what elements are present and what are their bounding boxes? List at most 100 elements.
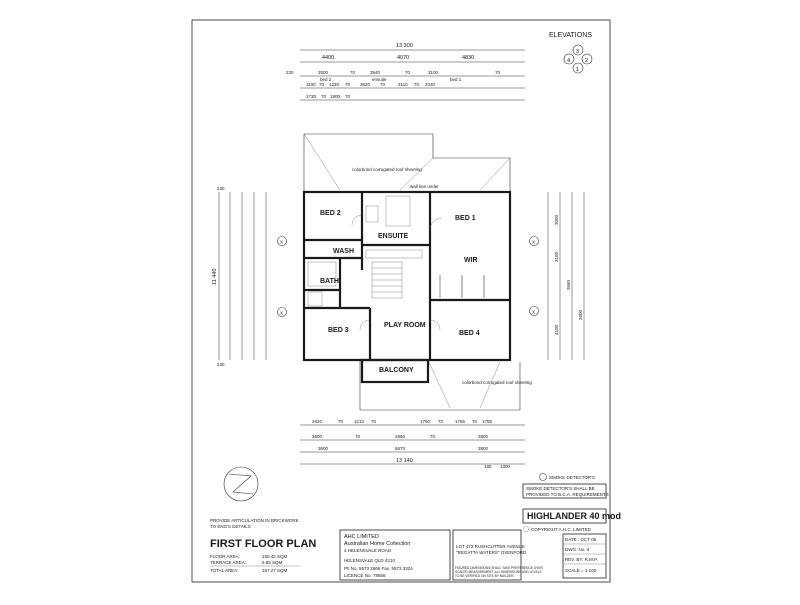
room-label-wash: WASH [333, 248, 354, 255]
north-point [223, 466, 259, 502]
room-labels: BED 2 BED 1 ENSUITE WASH BATH WIR BED 3 … [320, 210, 480, 374]
dim-top-row2-2: 3940 [370, 70, 381, 75]
dim-top-row3-2: 1220 [329, 82, 340, 87]
elevation-number-1: 1 [576, 67, 579, 73]
dim-top-row2-4: 3100 [428, 70, 439, 75]
company-name: AHC LIMITED [344, 534, 379, 540]
company-licence: LICENCE No. 78566 [344, 573, 386, 578]
dim-bottom-row2-2: 2960 [395, 434, 406, 439]
dim-top-row2-3: 70 [405, 70, 411, 75]
dim-top-row1-0: 4400 [322, 55, 334, 61]
dim-top-row3-7: 70 [414, 82, 420, 87]
company-box [339, 529, 451, 581]
smoke-note-line-1: SMOKE DETECTOR'S SHALL BE [526, 486, 595, 491]
model-box [522, 508, 607, 524]
dim-top-label-bed1: bed 1 [450, 77, 462, 82]
left-dimensions: 11 440 230 230 [212, 186, 267, 367]
room-label-bath: BATH [320, 278, 339, 285]
dim-right-2: 3660 [566, 279, 571, 290]
dim-top-row4-1: 70 [321, 94, 327, 99]
dim-right-1: 3100 [554, 251, 559, 262]
drawing-number: DWG. No. 4 [565, 547, 590, 552]
company-phone: Ph No. 5573 2666 Fax. 5573 3324 [344, 566, 413, 571]
section-marker-right-top [529, 236, 539, 246]
dim-bottom-row1-5: 70 [438, 419, 444, 424]
company-address-1: 4 HELENSVALE ROAD [344, 548, 392, 553]
dim-top-row3-1: 70 [319, 82, 325, 87]
lot-box [452, 529, 522, 581]
door-swing-bed4 [429, 319, 441, 331]
bath-tub [307, 261, 337, 287]
dim-bottom-row1-6: 1765 [455, 419, 466, 424]
dim-top-label-ensuite: ensuite [372, 77, 387, 82]
bath-shower [307, 291, 323, 307]
dim-bottom-row1-8: 1785 [482, 419, 493, 424]
area-value-floor: 150.42 SQM [262, 554, 288, 559]
wall-line-note: wall line under [410, 184, 439, 189]
roof-note-bottom: colorbond corrugated roof sheeting [462, 380, 532, 385]
area-label-total: TOTAL AREA: [210, 568, 238, 573]
dim-top-row3-0: 1100 [306, 82, 316, 87]
plan-title: FIRST FLOOR PLAN [210, 538, 316, 550]
elevation-number-2: 2 [585, 58, 588, 64]
elevation-number-4: 4 [567, 58, 570, 64]
figured-note-1: FIGURED DIMENSIONS SHALL TAKE PREFERENCE… [455, 566, 543, 570]
dim-top-row2-0: 3500 [318, 70, 329, 75]
title-block: PROVIDE ARTICULATION IN BRICKWORK TO ENG… [210, 508, 621, 581]
room-label-wir: WIR [464, 257, 478, 264]
dim-right-4: 2600 [578, 309, 583, 320]
articulation-note-2: TO ENG'S DETAILS [210, 524, 251, 529]
model-name: HIGHLANDER 40 mod [527, 511, 621, 521]
copyright-text: COPYRIGHT A.H.C. LIMITED [531, 527, 592, 532]
dim-bottom-extra-0: 180 [484, 464, 492, 469]
dim-bottom-row2-0: 3600 [312, 434, 323, 439]
section-marker-left-top-label: X [280, 240, 283, 245]
section-markers: X X X X [277, 236, 539, 317]
smoke-note-box [522, 483, 607, 499]
area-value-total: 157.27 SQM [262, 568, 288, 573]
elevations-key: ELEVATIONS 3 4 2 1 [549, 32, 593, 74]
elevation-number-3: 3 [576, 49, 579, 55]
ensuite-vanity [365, 249, 423, 259]
dim-bottom-row1-0: 2620 [312, 419, 323, 424]
dim-bottom-overall: 13 140 [396, 458, 413, 464]
ensuite-shower [385, 195, 411, 227]
door-swing-bed3 [359, 319, 371, 331]
top-dimensions: 13 300 4400 4070 4830 3500 70 3940 70 31… [286, 43, 525, 101]
section-marker-right-top-label: X [532, 240, 535, 245]
room-label-bed3: BED 3 [328, 327, 349, 334]
dim-bottom-row2-1: 70 [355, 434, 361, 439]
dim-top-row3-4: 3620 [360, 82, 371, 87]
smoke-detector-icon [539, 473, 547, 481]
figured-note-2: SCALED MEASUREMENT. ALL DIMENSIONS AND L… [455, 570, 542, 574]
dim-left-offset-bottom: 230 [217, 362, 225, 367]
dim-top-row4-0: 1730 [306, 94, 317, 99]
dim-top-row1-2: 4830 [462, 55, 474, 61]
company-address-2: HELENSVALE QLD 4210 [344, 558, 395, 563]
elevation-marker-1 [572, 62, 584, 74]
smoke-note-line-2: PROVIDED TO B.C.A. REQUIREMENTS [526, 492, 609, 497]
area-label-floor: FLOOR AREA: [210, 554, 240, 559]
section-marker-right-bottom [529, 306, 539, 316]
dim-top-row3-3: 70 [345, 82, 351, 87]
dim-right-3: 4100 [554, 324, 559, 335]
room-label-ensuite: ENSUITE [378, 233, 409, 240]
room-label-bed1: BED 1 [455, 215, 476, 222]
fixtures [307, 195, 485, 331]
dim-top-row4-3: 70 [345, 94, 351, 99]
area-label-terrace: TERRACE AREA: [210, 560, 246, 565]
drawing-revision: REV. BY: R.M.P. [565, 557, 598, 562]
dim-bottom-row1-2: 1210 [354, 419, 365, 424]
dim-top-row2-1: 70 [350, 70, 356, 75]
room-label-balcony: BALCONY [379, 367, 414, 374]
articulation-note-1: PROVIDE ARTICULATION IN BRICKWORK [210, 518, 299, 523]
dim-bottom-row3-1: 6670 [395, 446, 406, 451]
dim-bottom-row3-2: 3800 [478, 446, 489, 451]
section-marker-left-bottom-label: X [280, 311, 283, 316]
dim-top-row4-2: 1800 [330, 94, 341, 99]
dim-left-offset-top: 230 [217, 186, 225, 191]
right-dimensions: 3000 3100 3660 4100 2600 [547, 192, 585, 360]
dim-top-row3-6: 2110 [398, 82, 408, 87]
